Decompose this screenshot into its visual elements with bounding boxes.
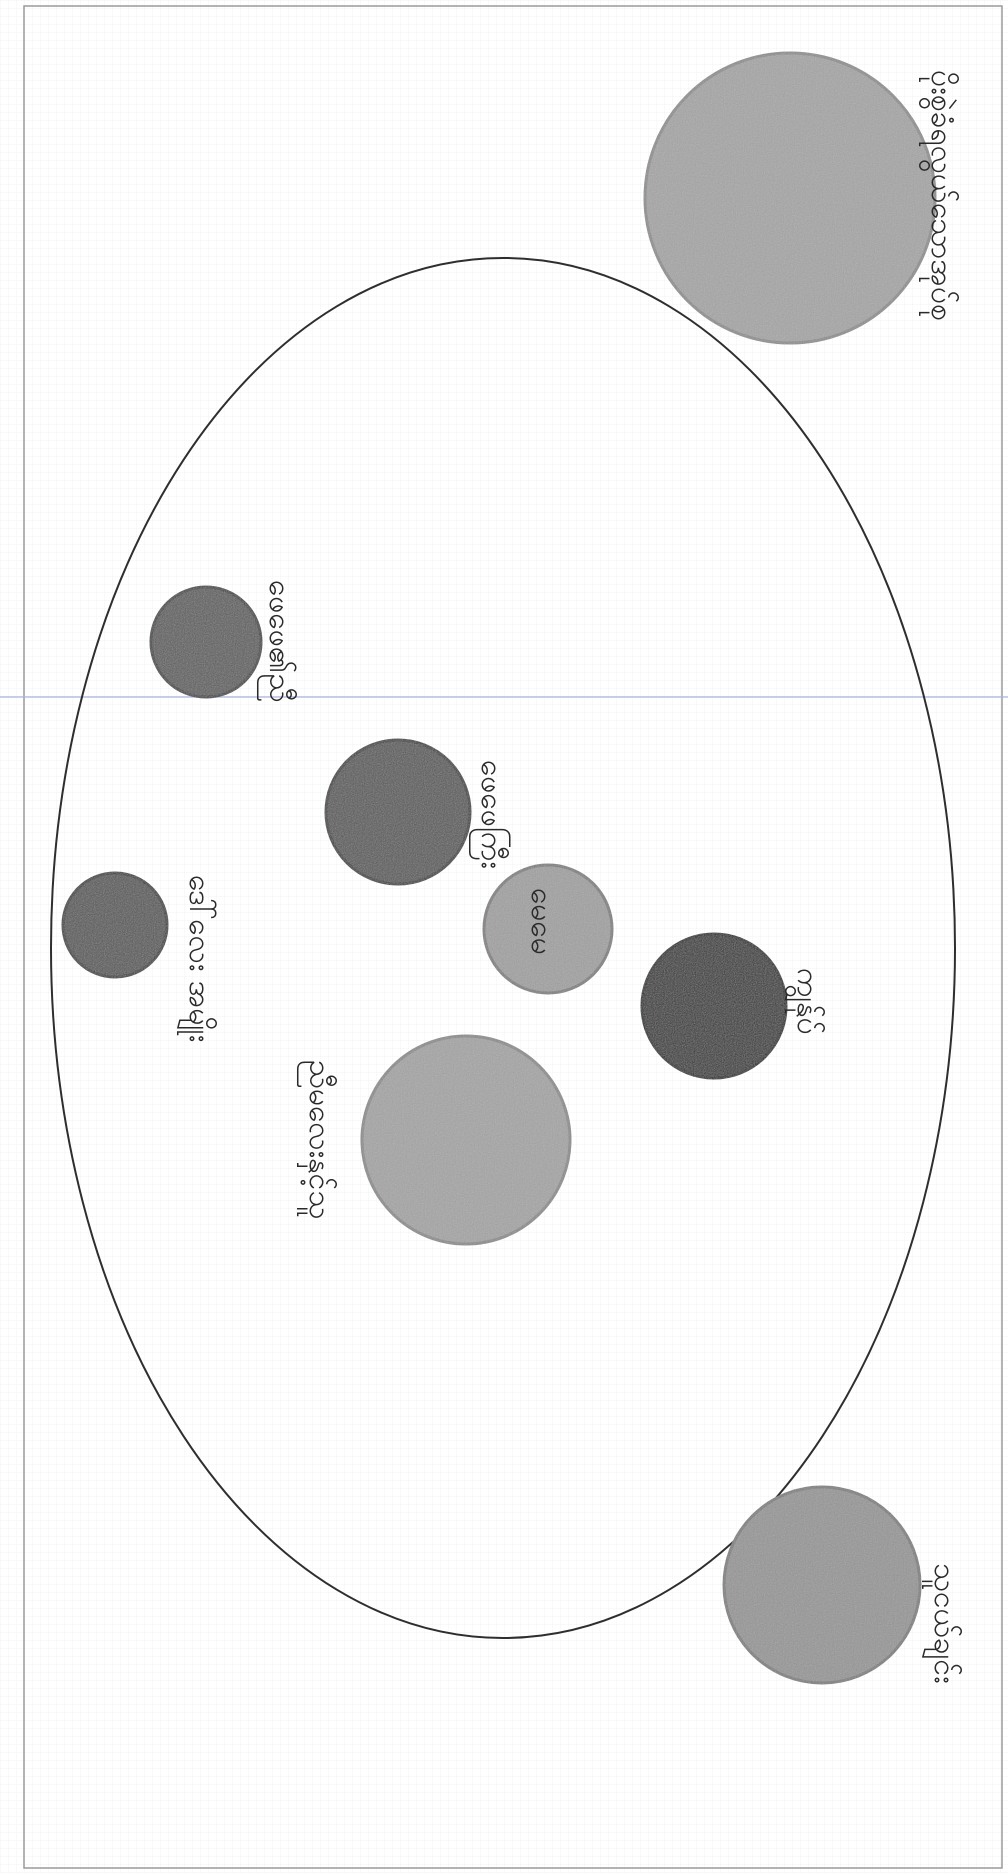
label-inner-small-center: မေမေ	[524, 888, 559, 955]
label-bottom-right: သူငယ်ချင်း	[921, 1563, 962, 1684]
circle-inner-left	[63, 873, 167, 977]
label-inner-large-light: ညီမလေးနှင့်သူ	[296, 1060, 337, 1219]
label-inner-top: ဖေဖေ၏ညီ	[256, 580, 298, 703]
circle-inner-large-light	[362, 1036, 570, 1244]
circle-bottom-right	[724, 1487, 920, 1683]
label-inner-left: ဒေါ်လေး အမျိုး	[176, 875, 218, 1042]
circle-top-right	[645, 53, 935, 343]
circle-inner-mid	[326, 740, 470, 884]
circle-inner-top	[151, 587, 261, 697]
label-top-right: ပိုးစွဲခံရလွယ်သောအုပ်စု	[918, 70, 959, 321]
label-inner-mid: ဖေဖေကြီး	[468, 760, 511, 869]
circle-inner-darkest	[642, 934, 786, 1078]
